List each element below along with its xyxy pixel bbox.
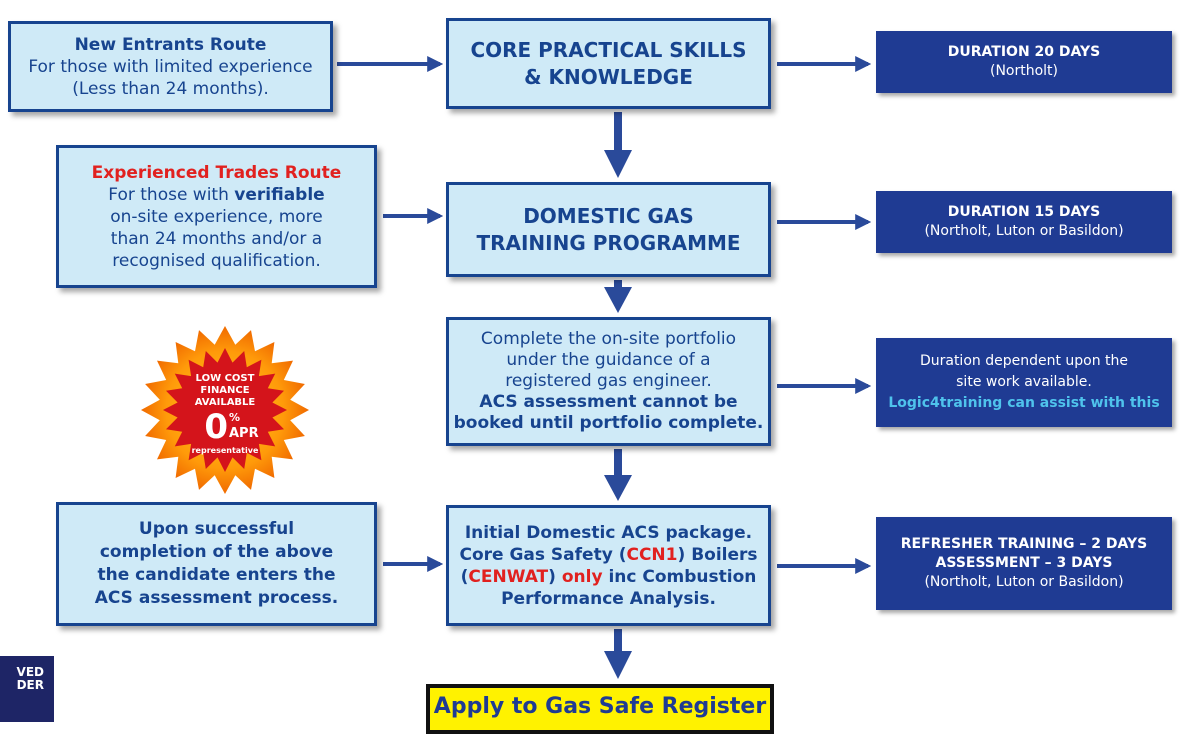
initial-line-3: (CENWAT) only inc Combustion — [461, 566, 757, 588]
approved-text-2: DER — [16, 678, 44, 692]
d15-location: (Northolt, Luton or Basildon) — [924, 223, 1124, 239]
refresher-training-box: REFRESHER TRAINING – 2 DAYS ASSESSMENT –… — [876, 517, 1172, 610]
badge-finance: FINANCE — [200, 385, 250, 396]
core-line-2: & KNOWLEDGE — [524, 64, 693, 89]
dependent-line-1: Duration dependent upon the — [919, 353, 1129, 369]
portfolio-line-5: booked until portfolio complete. — [453, 413, 764, 433]
dependent-line-3: Logic4training can assist with this — [888, 395, 1160, 411]
portfolio-line-4: ACS assessment cannot be — [479, 392, 738, 412]
portfolio-box: Complete the on-site portfolio under the… — [446, 317, 771, 446]
only-word: only — [561, 566, 603, 587]
experienced-line-4: recognised qualification. — [112, 250, 321, 271]
initial-line-2-pre: Core Gas Safety ( — [459, 544, 627, 565]
d15-title: DURATION 15 DAYS — [947, 204, 1101, 220]
core-line-1: CORE PRACTICAL SKILLS — [470, 37, 747, 62]
experienced-line-3: than 24 months and/or a — [110, 228, 323, 249]
duration-20-days-box: DURATION 20 DAYS (Northolt) — [876, 31, 1172, 93]
domestic-gas-box: DOMESTIC GAS TRAINING PROGRAMME — [446, 182, 771, 277]
approved-provider-logo: VED DER — [0, 656, 54, 722]
ccn1-code: CCN1 — [626, 544, 678, 565]
initial-acs-box: Initial Domestic ACS package. Core Gas S… — [446, 505, 771, 626]
badge-available: AVAILABLE — [194, 397, 256, 408]
new-entrants-route-box: New Entrants Route For those with limite… — [8, 21, 333, 112]
duration-dependent-box: Duration dependent upon the site work av… — [876, 338, 1172, 427]
initial-line-1: Initial Domestic ACS package. — [464, 522, 753, 543]
new-entrants-title: New Entrants Route — [74, 34, 267, 55]
arrow-initial-to-apply — [604, 629, 632, 679]
upon-line-3: the candidate enters the — [97, 565, 336, 585]
d20-location: (Northolt) — [989, 63, 1059, 79]
initial-line-3-close: ) — [548, 566, 562, 587]
arrow-domestic-to-portfolio — [604, 280, 632, 313]
initial-line-3-post: inc Combustion — [602, 566, 757, 587]
badge-representative: representative — [191, 446, 259, 455]
core-skills-box: CORE PRACTICAL SKILLS & KNOWLEDGE — [446, 18, 771, 109]
badge-low-cost: LOW COST — [195, 373, 255, 384]
cenwat-code: CENWAT — [468, 566, 549, 587]
refresher-line-2: ASSESSMENT – 3 DAYS — [935, 555, 1113, 571]
badge-zero: 0 — [204, 407, 228, 447]
portfolio-line-1: Complete the on-site portfolio — [480, 329, 737, 349]
experienced-line-1: For those with verifiable — [108, 184, 324, 206]
initial-line-4: Performance Analysis. — [501, 588, 716, 609]
low-cost-finance-badge: LOW COST FINANCE AVAILABLE 0 % APR repre… — [140, 325, 310, 495]
portfolio-line-2: under the guidance of a — [506, 350, 711, 370]
portfolio-line-3: registered gas engineer. — [505, 371, 712, 391]
upon-line-1: Upon successful — [138, 519, 295, 539]
arrow-core-to-domestic — [604, 112, 632, 178]
initial-line-2: Core Gas Safety (CCN1) Boilers — [459, 544, 757, 566]
new-entrants-line-1: For those with limited experience — [28, 56, 313, 77]
starburst-shape — [141, 326, 309, 494]
experienced-title: Experienced Trades Route — [91, 162, 342, 183]
badge-apr: APR — [229, 426, 259, 441]
new-entrants-line-2: (Less than 24 months). — [72, 78, 269, 99]
apply-label: Apply to Gas Safe Register — [433, 694, 767, 719]
experienced-verifiable: verifiable — [234, 184, 325, 205]
d20-title: DURATION 20 DAYS — [947, 44, 1101, 60]
arrow-portfolio-to-initial — [604, 449, 632, 501]
upon-line-2: completion of the above — [99, 542, 334, 562]
refresher-line-3: (Northolt, Luton or Basildon) — [924, 574, 1124, 590]
experienced-line-2: on-site experience, more — [110, 206, 323, 227]
upon-line-4: ACS assessment process. — [94, 588, 339, 608]
domestic-line-1: DOMESTIC GAS — [523, 203, 694, 228]
experienced-trades-route-box: Experienced Trades Route For those with … — [56, 145, 377, 288]
refresher-line-1: REFRESHER TRAINING – 2 DAYS — [900, 536, 1148, 552]
dependent-line-2: site work available. — [956, 374, 1092, 390]
badge-percent: % — [229, 411, 241, 424]
initial-line-2-post: ) Boilers — [677, 544, 758, 565]
experienced-line-1-pre: For those with — [108, 184, 235, 205]
upon-completion-box: Upon successful completion of the above … — [56, 502, 377, 626]
duration-15-days-box: DURATION 15 DAYS (Northolt, Luton or Bas… — [876, 191, 1172, 253]
approved-text-1: VED — [16, 665, 44, 679]
initial-line-3-open: ( — [460, 566, 469, 587]
apply-gas-safe-register-box: Apply to Gas Safe Register — [426, 684, 774, 734]
domestic-line-2: TRAINING PROGRAMME — [476, 230, 741, 255]
